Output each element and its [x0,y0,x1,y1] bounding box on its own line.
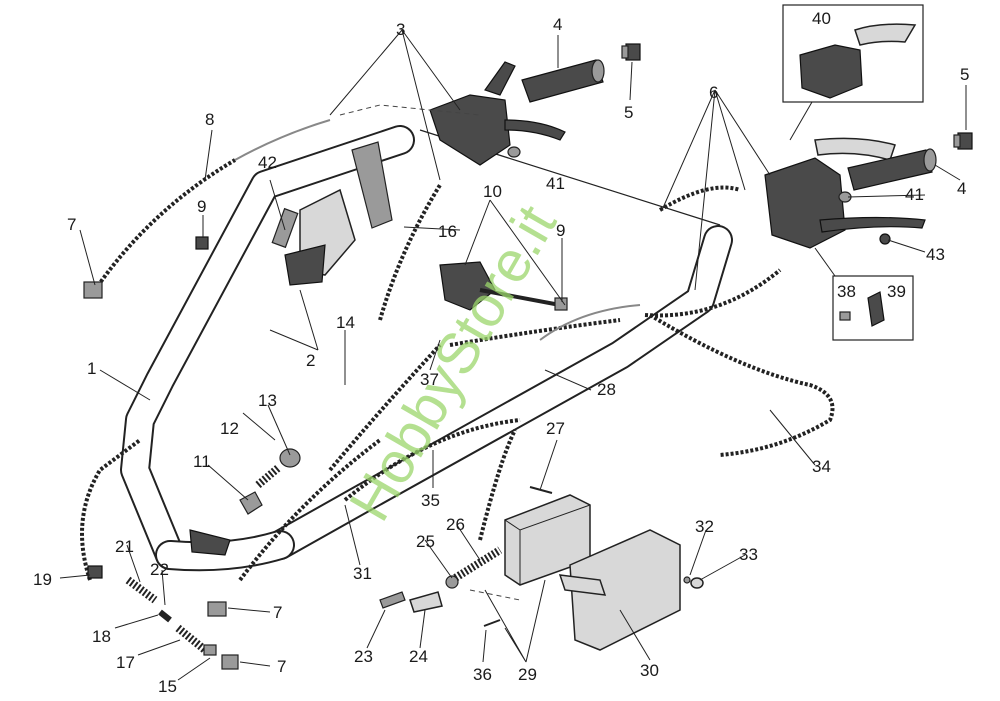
callout-21: 21 [115,537,134,556]
left-spring-set [83,236,239,670]
centre-tilt-assembly [439,261,568,311]
throttle-lever-assembly [271,141,393,286]
callout-42: 42 [258,153,277,172]
handlebar-frame [120,125,733,572]
left-washer [507,146,521,158]
cable-adjuster-parts [239,448,301,515]
callout-37: 36 [473,665,492,684]
callout-30: 30 [640,661,659,680]
callout-34: 34 [812,457,831,476]
callout-27: 27 [546,419,565,438]
callout-4-left: 4 [553,15,562,34]
callout-12: 12 [220,419,239,438]
right-end-plug [953,132,973,150]
callout-2: 2 [306,351,315,370]
callout-41-left: 41 [546,174,565,193]
cables [80,119,835,582]
right-grip [847,148,937,191]
inset-box-40 [782,4,924,141]
mounting-plate [558,529,681,651]
relation-line-29 [469,589,521,601]
right-nut [879,233,891,245]
callout-26: 26 [446,515,465,534]
callout-40: 40 [812,9,831,28]
callout-36: 37 [420,370,439,389]
callout-5-left: 5 [624,103,633,122]
callout-7-middle: 7 [273,603,282,622]
callout-43: 43 [926,245,945,264]
callout-10: 10 [483,182,502,201]
left-grip [521,59,605,103]
callout-8: 8 [205,110,214,129]
callout-18: 18 [92,627,111,646]
callout-24: 24 [409,647,428,666]
callout-7-top: 7 [67,215,76,234]
callout-17: 17 [116,653,135,672]
leader-lines [59,29,967,681]
relation-line-3 [339,104,481,116]
callout-22: 22 [150,560,169,579]
callout-11: 11 [193,452,211,471]
callout-7-bottom: 7 [277,657,286,676]
callout-39: 39 [887,282,906,301]
callout-35: 35 [421,491,440,510]
callout-labels: 3 4 5 41 6 40 5 4 41 43 38 39 8 42 9 7 1… [33,9,969,696]
callout-13: 13 [258,391,277,410]
callout-4-right: 4 [957,179,966,198]
callout-41-right: 41 [905,185,924,204]
callout-25: 25 [416,532,435,551]
callout-19: 19 [33,570,52,589]
small-hardware [379,486,704,627]
callout-6: 6 [709,83,718,102]
callout-33: 33 [739,545,758,564]
left-end-plug [621,43,641,61]
callout-38: 38 [837,282,856,301]
callout-3: 3 [396,20,405,39]
inset-box-38-39 [814,247,914,341]
callout-9-left: 9 [197,197,206,216]
callout-29: 29 [518,665,537,684]
callout-15: 16 [438,222,457,241]
mounting-box [504,494,591,586]
callout-16: 15 [158,677,177,696]
callout-5-right: 5 [960,65,969,84]
callout-31: 31 [353,564,372,583]
watermark-text: HobbyStore.it [337,195,569,532]
callout-1: 1 [87,359,96,378]
right-brake-control [764,137,926,249]
callout-9-right: 9 [556,221,565,240]
callout-32: 32 [695,517,714,536]
callout-23: 23 [354,647,373,666]
callout-28: 28 [597,380,616,399]
callout-14: 14 [336,313,355,332]
